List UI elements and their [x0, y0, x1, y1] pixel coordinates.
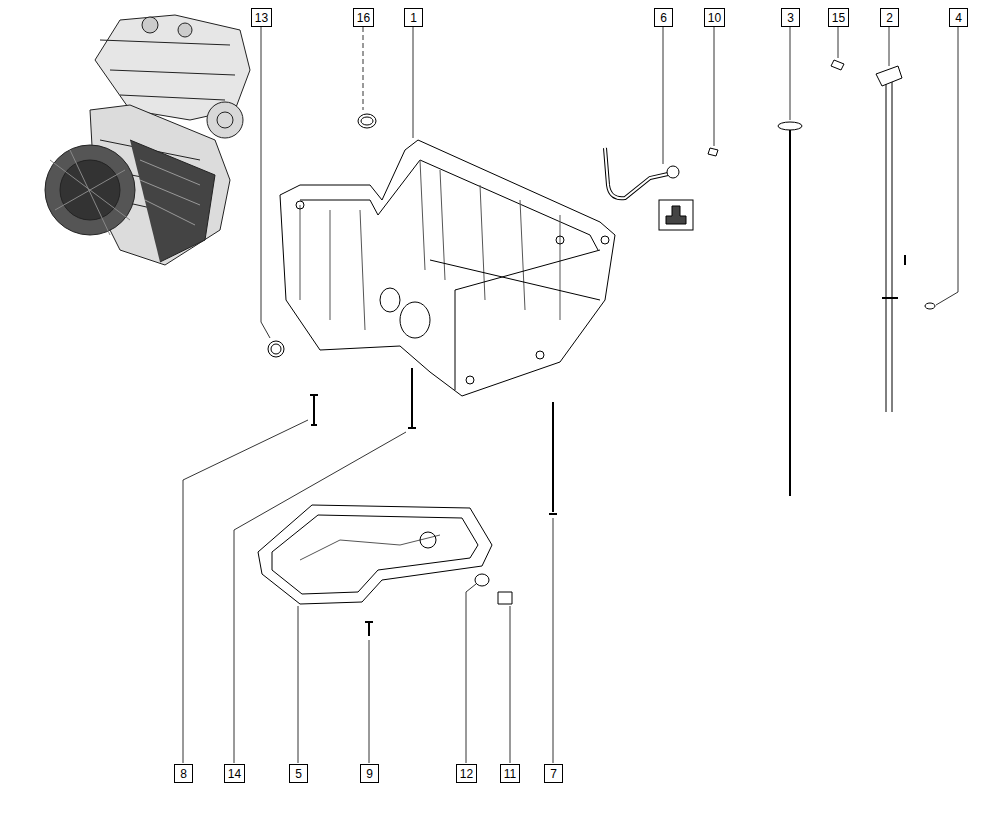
callout-text: 10	[708, 11, 721, 25]
screw-10	[708, 148, 718, 156]
callout-number: 13	[251, 8, 272, 27]
oring-4	[925, 303, 935, 309]
callout-number: 2	[880, 8, 899, 27]
bolt-8	[310, 395, 318, 425]
callout-number: 5	[289, 764, 308, 783]
callout-number: 8	[174, 764, 193, 783]
seal-13	[268, 341, 284, 357]
callout-number: 12	[456, 764, 477, 783]
callout-text: 16	[357, 11, 370, 25]
lower-crankcase	[280, 140, 615, 396]
callout-text: 7	[550, 767, 557, 781]
callout-text: 2	[886, 11, 893, 25]
callout-text: 6	[660, 11, 667, 25]
callout-number: 16	[353, 8, 374, 27]
callout-number: 1	[404, 8, 423, 27]
callout-text: 4	[955, 11, 962, 25]
callout-number: 10	[704, 8, 725, 27]
bolt-9	[365, 622, 373, 636]
plug-11	[498, 592, 512, 604]
callout-text: 11	[504, 767, 516, 781]
callout-number: 9	[360, 764, 379, 783]
screw-15	[831, 60, 844, 70]
callout-number: 7	[544, 764, 563, 783]
callout-text: 12	[460, 767, 473, 781]
seal-16	[358, 114, 376, 128]
oil-pan	[258, 505, 492, 604]
callout-number: 11	[500, 764, 520, 783]
engine-thumbnail	[45, 15, 250, 265]
callout-text: 5	[295, 767, 302, 781]
callout-text: 8	[180, 767, 187, 781]
leader-lines	[183, 27, 958, 763]
tube-2	[886, 80, 892, 412]
callout-number: 14	[224, 764, 245, 783]
washer-12	[475, 574, 489, 586]
callout-text: 13	[255, 11, 268, 25]
tool-icon	[659, 200, 693, 230]
callout-text: 3	[787, 11, 794, 25]
callout-number: 6	[654, 8, 673, 27]
callout-text: 14	[228, 767, 241, 781]
bolt-14	[408, 368, 416, 428]
hose-6	[605, 148, 668, 198]
dipstick-3	[789, 124, 791, 496]
callout-text: 9	[366, 767, 373, 781]
callout-number: 15	[828, 8, 849, 27]
callout-number: 4	[949, 8, 968, 27]
callout-text: 1	[410, 11, 417, 25]
bolt-7	[549, 402, 557, 514]
callout-number: 3	[781, 8, 800, 27]
callout-text: 15	[832, 11, 845, 25]
